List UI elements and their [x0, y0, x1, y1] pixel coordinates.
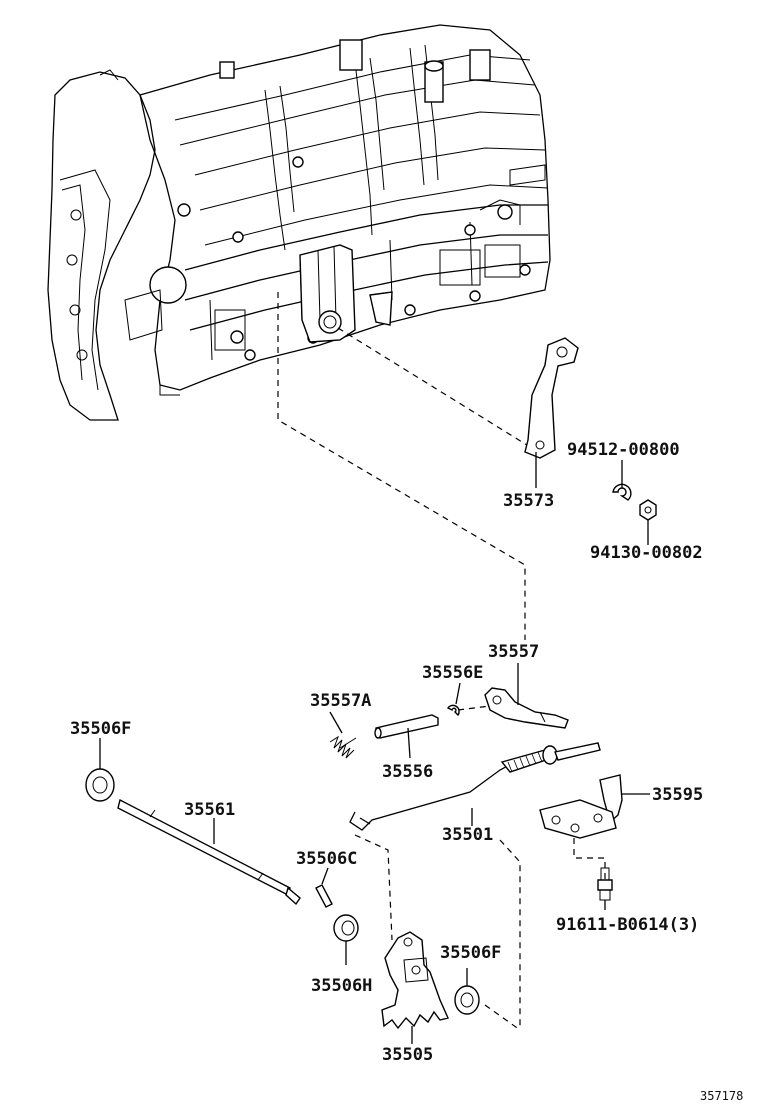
phantom-lines — [277, 292, 606, 1031]
label-35556E: 35556E — [422, 663, 483, 683]
label-35557: 35557 — [488, 642, 539, 662]
label-94130-00802: 94130-00802 — [590, 543, 703, 563]
label-35557A: 35557A — [310, 691, 371, 711]
lever-35505 — [381, 931, 449, 1044]
label-35561: 35561 — [184, 800, 235, 820]
label-35595: 35595 — [652, 785, 703, 805]
shaft-35561 — [117, 798, 301, 906]
label-35505: 35505 — [382, 1045, 433, 1065]
pin-35556 — [374, 714, 439, 759]
label-35501: 35501 — [442, 825, 493, 845]
transmission-assembly — [47, 24, 551, 421]
label-35556: 35556 — [382, 762, 433, 782]
bracket-35595 — [539, 774, 650, 839]
seal-35506F-right — [454, 968, 480, 1015]
label-35573: 35573 — [503, 491, 554, 511]
bolt-91611 — [597, 867, 613, 910]
label-35506F-left: 35506F — [70, 719, 131, 739]
cable-35501 — [349, 742, 601, 831]
label-35506F-right: 35506F — [440, 943, 501, 963]
spring-35557A — [329, 711, 357, 759]
nut-94130 — [639, 499, 657, 545]
label-35506C: 35506C — [296, 849, 357, 869]
bushing-35506H — [333, 914, 359, 965]
clip-35556E — [446, 682, 461, 717]
seal-35506F-left — [85, 738, 115, 802]
label-94512-00800: 94512-00800 — [567, 440, 680, 460]
bracket-35573 — [524, 337, 579, 488]
clip-94512 — [612, 460, 632, 501]
figure-number: 357178 — [700, 1089, 743, 1103]
lever-35557 — [484, 663, 569, 729]
label-35506H: 35506H — [311, 976, 372, 996]
pin-35506C — [315, 867, 333, 908]
label-91611-B0614: 91611-B0614(3) — [556, 915, 699, 935]
